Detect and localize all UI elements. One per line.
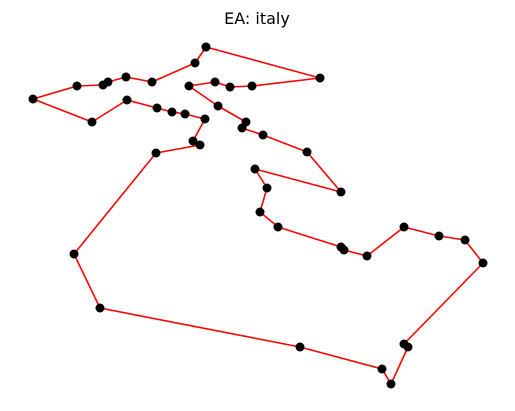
route-point [121,72,131,82]
route-point [213,101,223,111]
route-point [237,123,247,133]
route-point [255,207,265,217]
route-point [200,114,210,124]
route-point [122,95,132,105]
route-point [315,73,325,83]
route-point [190,58,200,68]
route-point [302,147,312,157]
route-point [87,117,97,127]
route-point [247,81,257,91]
route-point [386,379,396,389]
route-point [72,81,82,91]
markers-group [28,42,488,389]
route-point [69,249,79,259]
route-point [273,222,283,232]
route-point [250,164,260,174]
route-point [377,364,387,374]
route-point [152,103,162,113]
route-point [201,42,211,52]
route-point [210,77,220,87]
route-point [195,140,205,150]
route-point [184,81,194,91]
route-point [460,235,470,245]
route-point [95,303,105,313]
route-point [295,342,305,352]
route-point [403,342,413,352]
route-point [399,222,409,232]
route-point [258,130,268,140]
route-point [262,183,272,193]
route-point [147,77,157,87]
route-point [188,136,198,146]
route-point [362,251,372,261]
route-point [103,77,113,87]
route-point [167,107,177,117]
route-point [336,187,346,197]
route-point [434,231,444,241]
route-point [339,245,349,255]
route-point [180,109,190,119]
route-point [151,148,161,158]
route-point [225,82,235,92]
route-point [28,94,38,104]
route-point [478,258,488,268]
chart-title: EA: italy [224,9,290,28]
